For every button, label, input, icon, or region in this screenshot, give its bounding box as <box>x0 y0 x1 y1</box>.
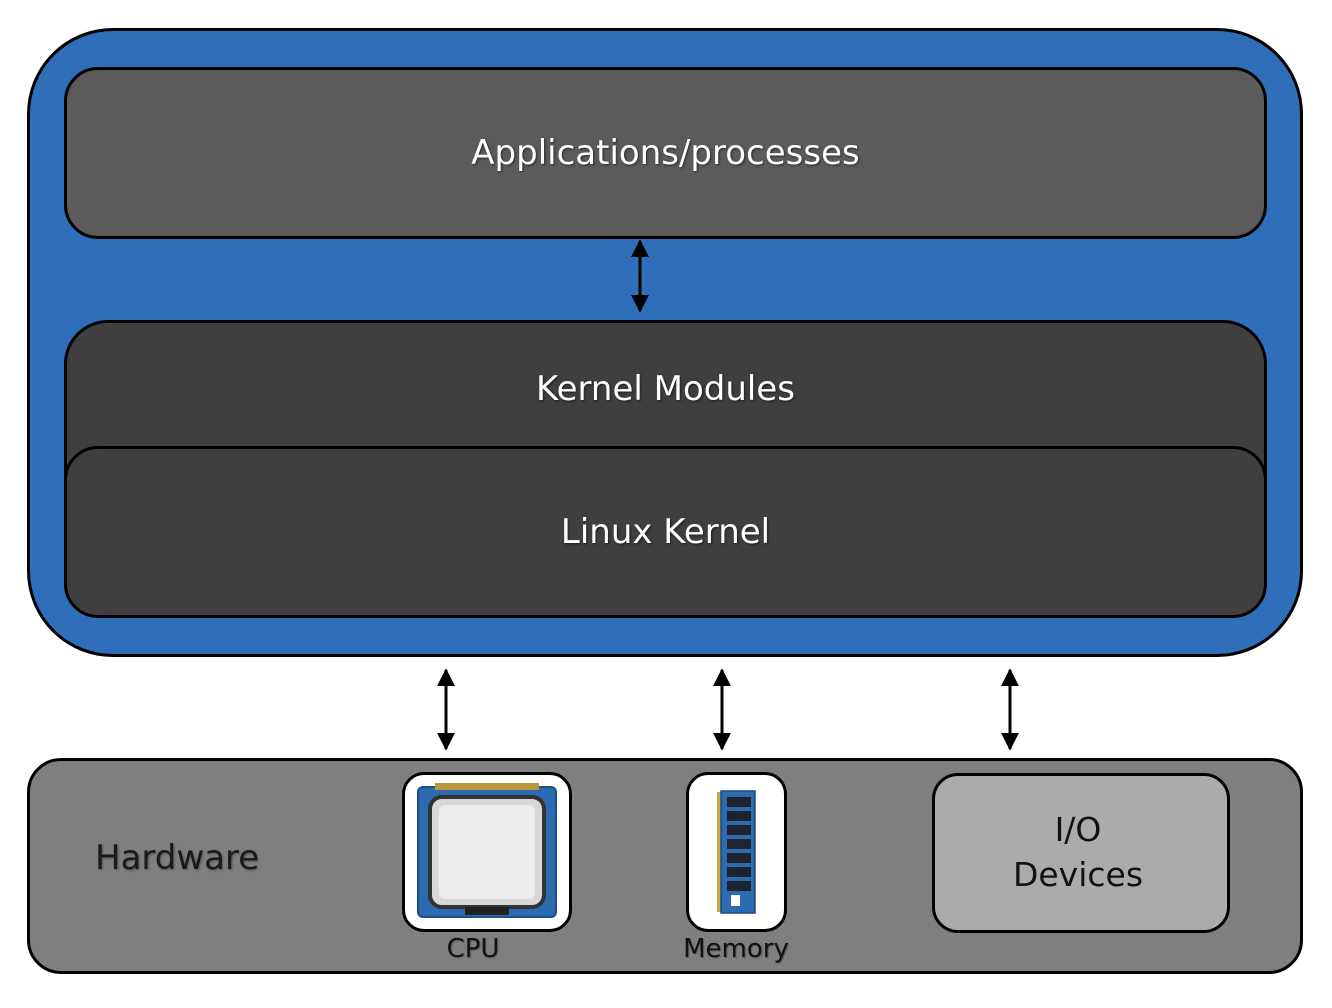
applications-label: Applications/processes <box>471 133 860 173</box>
linux-kernel-layer: Linux Kernel <box>64 446 1267 618</box>
io-devices-line1: I/O <box>1054 810 1102 850</box>
kernel-modules-label: Kernel Modules <box>536 369 795 409</box>
applications-layer: Applications/processes <box>64 67 1267 239</box>
memory-label: Memory <box>683 934 789 964</box>
linux-kernel-label: Linux Kernel <box>560 512 771 552</box>
io-devices-box: I/O Devices <box>932 773 1230 933</box>
ram-stick-icon <box>717 790 756 914</box>
io-devices-line2: Devices <box>1012 855 1144 894</box>
hardware-label: Hardware <box>95 838 260 878</box>
cpu-label: CPU <box>446 934 500 964</box>
memory-tile <box>686 772 787 932</box>
cpu-tile <box>402 772 572 932</box>
cpu-chip-icon <box>417 783 557 918</box>
